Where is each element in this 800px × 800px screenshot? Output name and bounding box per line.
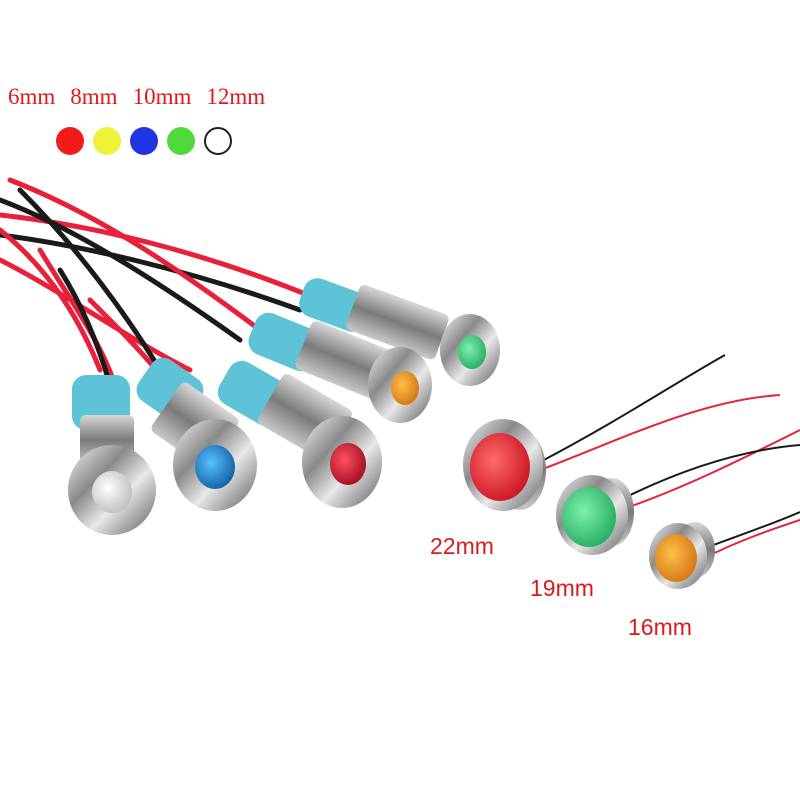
size-label-12mm: 12mm: [206, 84, 266, 109]
size-label-10mm: 10mm: [132, 84, 192, 109]
wire-bundle-large: [539, 354, 800, 561]
swatch-yellow: [93, 127, 121, 155]
size-label-22mm: 22mm: [430, 533, 494, 559]
size-label-16mm: 16mm: [628, 614, 692, 640]
size-label-6mm: 6mm: [8, 84, 56, 109]
swatch-white: [204, 127, 232, 155]
swatch-green: [167, 127, 195, 155]
small-sizes-row: 6mm 8mm 10mm 12mm: [8, 84, 265, 110]
small-light-blue: [136, 357, 257, 511]
swatch-red: [56, 127, 84, 155]
small-light-red: [217, 360, 382, 508]
size-label-8mm: 8mm: [70, 84, 118, 109]
size-label-19mm: 19mm: [530, 575, 594, 601]
large-light-16mm: [649, 522, 715, 589]
small-light-green: [299, 278, 500, 386]
large-light-22mm: [463, 419, 546, 511]
color-swatches: [56, 127, 232, 155]
small-light-orange: [248, 312, 432, 423]
large-light-19mm: [556, 475, 634, 555]
small-light-clear: [68, 375, 156, 535]
swatch-blue: [130, 127, 158, 155]
wire-bundle-small: [0, 177, 323, 388]
